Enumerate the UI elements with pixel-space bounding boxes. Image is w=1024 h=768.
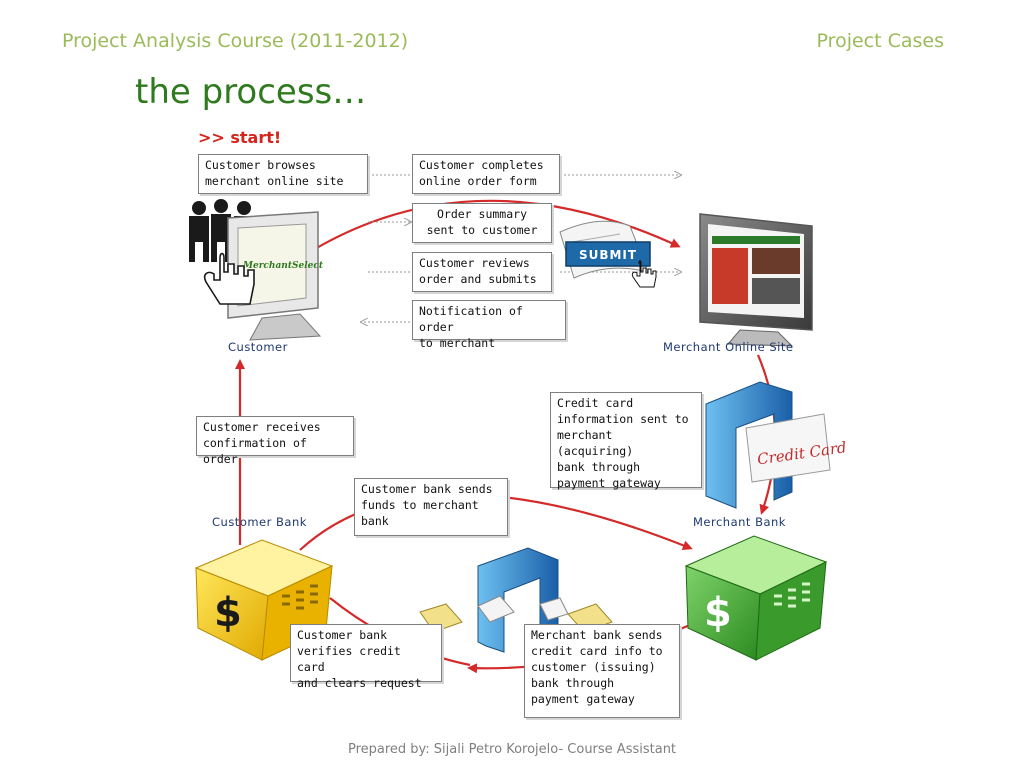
course-header: Project Analysis Course (2011-2012)	[62, 30, 409, 52]
step-order-summary: Order summary sent to customer	[412, 203, 552, 243]
merchant-select-logo: MerchantSelect	[242, 261, 324, 271]
step-customer-bank-verifies: Customer bank verifies credit card and c…	[290, 624, 442, 690]
node-label-merchant-site: Merchant Online Site	[663, 340, 794, 354]
section-header: Project Cases	[816, 30, 944, 52]
submit-button-graphic: SUBMIT	[565, 241, 657, 288]
submit-button-text: SUBMIT	[579, 248, 637, 262]
step-notification-to-merchant: Notification of order to merchant	[412, 300, 566, 350]
customer-bank-dollar: $	[214, 590, 242, 636]
gateway-arch-icon	[705, 381, 793, 509]
node-label-merchant-bank: Merchant Bank	[693, 515, 786, 529]
step-customer-reviews: Customer reviews order and submits	[412, 252, 552, 292]
merchant-bank-dollar: $	[704, 590, 732, 636]
step-customer-bank-sends-funds: Customer bank sends funds to merchant ba…	[354, 478, 508, 536]
credit-card-graphic: Credit Card	[745, 413, 848, 483]
step-customer-browses: Customer browses merchant online site	[198, 154, 368, 194]
gateway-arch-bottom-icon	[477, 547, 559, 653]
step-merchant-bank-to-issuing-bank: Merchant bank sends credit card info to …	[524, 624, 680, 718]
slide-title: the process…	[135, 72, 367, 112]
node-label-customer-bank: Customer Bank	[212, 515, 307, 529]
footer-credit: Prepared by: Sijali Petro Korojelo- Cour…	[347, 742, 677, 757]
merchant-monitor-icon	[699, 213, 813, 347]
node-label-customer: Customer	[228, 340, 288, 354]
customer-bank-cube-icon: $	[194, 539, 334, 661]
step-confirmation-of-order: Customer receives confirmation of order	[196, 416, 354, 466]
hand-cursor-icon	[203, 252, 255, 305]
start-label: >> start!	[198, 128, 282, 147]
step-card-info-to-acquiring-bank: Credit card information sent to merchant…	[550, 392, 702, 490]
step-customer-completes-form: Customer completes online order form	[412, 154, 560, 194]
merchant-bank-cube-icon: $	[684, 535, 828, 661]
